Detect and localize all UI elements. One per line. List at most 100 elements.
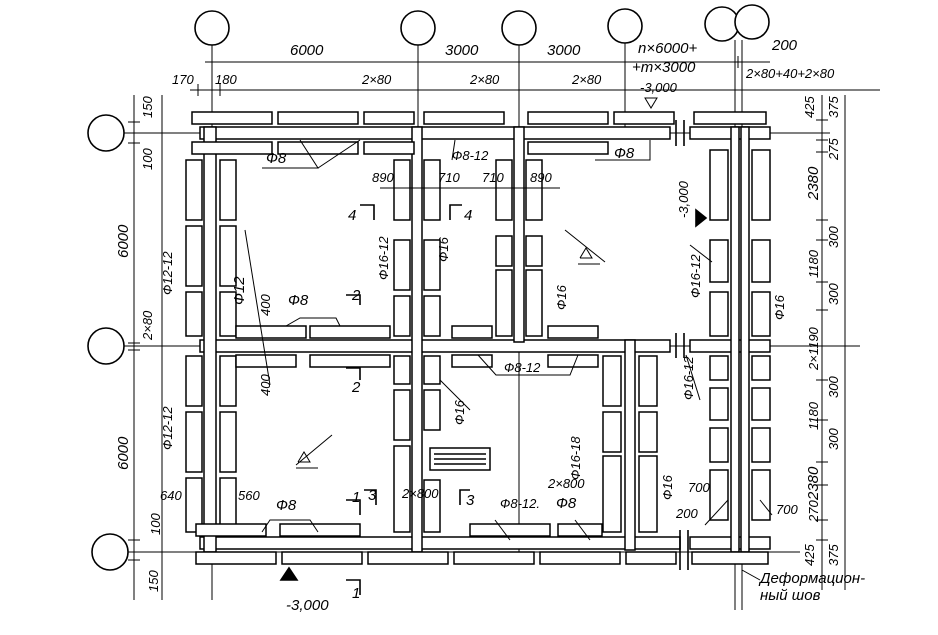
rebar-label: Ф12-12 xyxy=(160,251,175,295)
dim-text: 2×80+40+2×80 xyxy=(745,66,835,81)
dim-text: 2380 xyxy=(805,166,822,201)
section-marks xyxy=(279,204,708,595)
rebar-label: Ф8 xyxy=(556,495,577,512)
section-number: 4 xyxy=(348,207,356,224)
rebar-label: Ф16-12 xyxy=(688,254,703,298)
dim-text: 700 xyxy=(688,480,710,495)
dim-text: 3000 xyxy=(445,42,479,59)
dim-text: 2×800 xyxy=(547,476,585,491)
dim-text: 2×80 xyxy=(140,310,155,341)
joint-breaks xyxy=(675,120,689,570)
dim-text: 2×80 xyxy=(571,72,602,87)
dim-text: 180 xyxy=(215,72,237,87)
dim-text: 300 xyxy=(826,283,841,305)
dim-text: 710 xyxy=(438,170,460,185)
dim-text: 890 xyxy=(530,170,552,185)
rebar-label: Ф8-12 xyxy=(452,148,489,163)
level-mark: -3,000 xyxy=(676,180,691,218)
axis-bubble xyxy=(87,327,125,365)
dim-text: 275 xyxy=(826,138,841,161)
axis-bubble xyxy=(734,4,770,40)
axis-bubbles xyxy=(87,4,770,571)
joint-label-line1: Деформацион- xyxy=(758,570,865,587)
section-number: 4 xyxy=(464,207,472,224)
dim-text: n×6000+ xyxy=(638,40,697,57)
dim-text: 640 xyxy=(160,488,182,503)
dim-text: 300 xyxy=(826,428,841,450)
axis-bubble xyxy=(704,6,740,42)
dim-text: 6000 xyxy=(115,224,132,258)
dim-text: 425 xyxy=(802,544,817,566)
rebar-label: Ф8 xyxy=(614,145,635,162)
leaders xyxy=(244,139,773,541)
section-number: 1 xyxy=(352,585,360,602)
interior-dimensions: 890 710 710 890 400 400 640 560 2×800 2×… xyxy=(160,170,798,614)
rebar-label: Ф16 xyxy=(660,474,675,500)
rebar-label: Ф8 xyxy=(288,292,309,309)
dim-text: 400 xyxy=(258,374,273,396)
rebar-label: Ф8-12 xyxy=(504,360,541,375)
top-dimensions: 6000 3000 3000 n×6000+ +m×3000 200 170 1… xyxy=(172,37,880,109)
dim-text: 270 xyxy=(806,500,821,523)
axis-bubble xyxy=(607,8,643,44)
left-dimensions: 150 100 6000 2×80 6000 100 150 xyxy=(115,95,163,600)
rebar-label: Ф12-12 xyxy=(160,406,175,450)
dim-text: 150 xyxy=(140,96,155,118)
section-number: 2 xyxy=(351,379,361,396)
dim-text: 200 xyxy=(771,37,798,54)
dim-text: 375 xyxy=(826,96,841,118)
section-number: 3 xyxy=(466,492,475,509)
dim-text: 100 xyxy=(148,513,163,535)
dim-text: 2×1190 xyxy=(806,326,821,371)
dim-text: 700 xyxy=(776,502,798,517)
rebar-labels: Ф8 Ф8-12 Ф8 Ф8 Ф8-12 Ф8-12. Ф8 Ф8 Ф12-12… xyxy=(160,145,787,514)
dim-text: 400 xyxy=(258,294,273,316)
dim-text: 710 xyxy=(482,170,504,185)
dim-text: 2×80 xyxy=(469,72,500,87)
dim-text: 1180 xyxy=(806,401,821,430)
axis-bubble xyxy=(501,10,537,46)
axis-bubble xyxy=(400,10,436,46)
level-mark: -3,000 xyxy=(286,597,329,614)
rebar-label: Ф8 xyxy=(266,150,287,167)
dim-text: 2×80 xyxy=(361,72,392,87)
right-dimensions: 425 375 275 2380 300 1180 300 2×1190 300… xyxy=(802,95,846,590)
rebar-label: Ф8 xyxy=(276,497,297,514)
rebar-label: Ф8-12. xyxy=(500,496,540,511)
rebar-label: Ф16-12 xyxy=(681,356,696,400)
joint-label-line2: ный шов xyxy=(760,587,821,604)
dim-text: 100 xyxy=(140,148,155,170)
dim-text: 890 xyxy=(372,170,394,185)
dim-text: +m×3000 xyxy=(632,59,696,76)
axis-bubble xyxy=(91,533,129,571)
dim-text: 2380 xyxy=(805,466,822,501)
dim-text: 6000 xyxy=(290,42,324,59)
dim-text: 300 xyxy=(826,376,841,398)
level-mark: -3,000 xyxy=(640,80,678,95)
section-number: 3 xyxy=(368,487,377,504)
dim-text: 425 xyxy=(802,96,817,118)
dim-text: 300 xyxy=(826,226,841,248)
dim-text: 6000 xyxy=(115,436,132,470)
rebar-label: Ф16 xyxy=(452,399,467,425)
rebar-label: Ф16-12 xyxy=(376,236,391,280)
dim-text: 1180 xyxy=(806,249,821,278)
dim-text: 560 xyxy=(238,488,260,503)
dim-text: 200 xyxy=(675,506,698,521)
rebar-label: Ф16-18 xyxy=(568,436,583,480)
section-number: 2 xyxy=(351,287,361,304)
axis-bubble xyxy=(87,114,125,152)
axis-bubble xyxy=(194,10,230,46)
dim-text: 375 xyxy=(826,544,841,566)
section-number: 1 xyxy=(352,489,360,506)
foundation-blocks xyxy=(185,111,771,565)
rebar-label: Ф16 xyxy=(436,236,451,262)
rebar-label: Ф12 xyxy=(231,276,248,305)
dim-text: 3000 xyxy=(547,42,581,59)
section-numbers: 4 4 2 2 3 3 1 1 xyxy=(348,207,475,602)
deformation-joint-label: Деформацион- ный шов xyxy=(741,569,865,604)
ground-symbols xyxy=(296,247,600,469)
rebar-label: Ф16 xyxy=(772,294,787,320)
dim-text: 150 xyxy=(146,570,161,592)
